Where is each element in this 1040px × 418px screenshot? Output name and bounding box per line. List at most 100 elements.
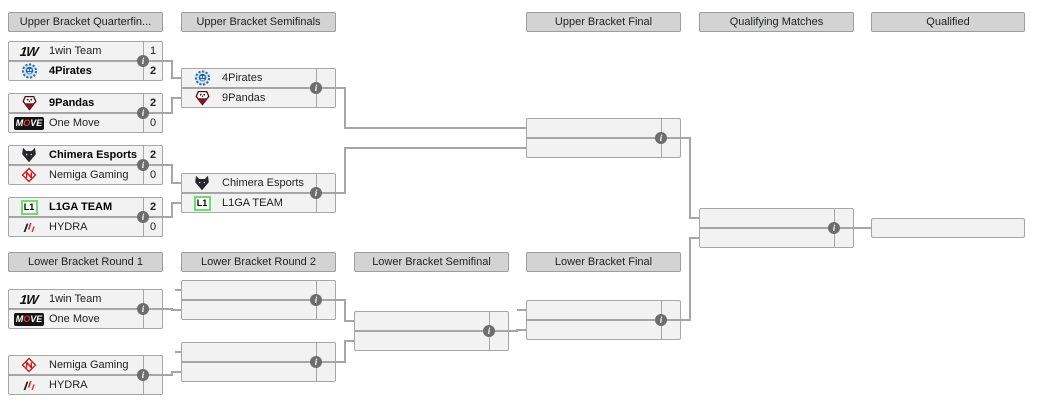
team-logo-cell: MOVE [9,116,49,130]
team-name: L1GA TEAM [222,197,283,209]
match-info-icon[interactable]: i [137,159,149,171]
score-cell [316,301,335,319]
score-cell [143,356,162,374]
connector-line [163,308,181,311]
team-name: Nemiga Gaming [49,359,129,371]
team-slot-ub-qf-1-2[interactable]: 4Pirates 2 [9,60,162,80]
match-lb-r2-2: i [181,342,336,382]
round-header-lb-round-1: Lower Bracket Round 1 [8,252,163,272]
match-qualifying-match: i [699,208,854,248]
match-info-icon[interactable]: i [137,211,149,223]
l1ga-team-logo-icon: L1 [20,199,38,215]
round-header-ub-semifinals: Upper Bracket Semifinals [181,12,336,32]
match-info-icon[interactable]: i [137,55,149,67]
team-slot-ub-sf-1-2[interactable]: 9Pandas [182,87,335,107]
4pirates-logo-icon [194,70,210,86]
score-cell [834,209,853,227]
score-cell: 0 [143,166,162,184]
empty-slot-lb-r2-2-2 [182,361,335,381]
team-slot-ub-sf-1-1[interactable]: 4Pirates [182,69,335,87]
score-cell [661,301,680,319]
match-info-icon[interactable]: i [310,187,322,199]
team-name: 1win Team [49,293,102,305]
empty-slot-qualifying-match-1 [700,209,853,227]
team-logo-cell [9,63,49,79]
team-name: HYDRA [49,379,88,391]
team-name: One Move [49,117,100,129]
connector-line [336,147,526,194]
team-logo-cell: L1 [9,199,49,215]
connector-line [163,371,181,376]
match-ub-final: i [526,118,681,158]
nemiga-gaming-logo-icon [21,167,37,183]
match-info-icon[interactable]: i [655,132,667,144]
empty-slot-lb-r2-2-1 [182,343,335,361]
score-cell [316,343,335,361]
score-cell [143,310,162,328]
hydra-logo-icon [23,381,35,390]
l1ga-team-logo-icon: L1 [193,195,211,211]
team-slot-lb-r1-2-1[interactable]: Nemiga Gaming [9,356,162,374]
match-info-icon[interactable]: i [655,314,667,326]
team-slot-lb-r1-2-2[interactable]: HYDRA [9,374,162,394]
team-name: L1GA TEAM [49,201,113,213]
score-cell [661,119,680,137]
team-name: Chimera Esports [222,177,304,189]
empty-slot-qualifying-match-2 [700,227,853,247]
empty-slot-ub-final-2 [527,137,680,157]
team-name: 9Pandas [49,97,95,109]
empty-slot-lb-sf-2 [355,330,508,350]
team-name: 4Pirates [222,72,263,84]
round-header-qualified: Qualified [871,12,1025,32]
match-info-icon[interactable]: i [310,356,322,368]
team-name: Chimera Esports [49,149,138,161]
connector-line [336,299,354,322]
team-name: One Move [49,313,100,325]
match-info-icon[interactable]: i [137,369,149,381]
connector-line [163,97,181,114]
score-cell: 2 [143,62,162,80]
match-info-icon[interactable]: i [828,222,840,234]
match-lb-sf: i [354,311,509,351]
empty-slot-lb-final-2 [527,319,680,339]
match-lb-r2-1: i [181,280,336,320]
match-lb-final: i [526,300,681,340]
team-slot-ub-sf-2-1[interactable]: Chimera Esports [182,174,335,192]
team-name: 4Pirates [49,65,92,77]
round-header-ub-final: Upper Bracket Final [526,12,681,32]
match-info-icon[interactable]: i [310,82,322,94]
score-cell [316,174,335,192]
match-info-icon[interactable]: i [310,294,322,306]
chimera-esports-logo-icon [22,147,36,163]
empty-slot-lb-r2-1-2 [182,299,335,319]
match-info-icon[interactable]: i [137,107,149,119]
match-info-icon[interactable]: i [483,325,495,337]
match-info-icon[interactable]: i [137,303,149,315]
empty-slot-lb-final-1 [527,301,680,319]
connector-line [681,137,699,219]
9pandas-logo-icon [194,90,210,106]
score-cell [316,363,335,381]
team-slot-ub-sf-2-2[interactable]: L1 L1GA TEAM [182,192,335,212]
connector-line [336,340,354,363]
empty-slot-lb-sf-1 [355,312,508,330]
9pandas-logo-icon [21,95,37,111]
team-logo-cell [9,95,49,111]
connector-line [336,87,526,129]
score-cell [316,69,335,87]
